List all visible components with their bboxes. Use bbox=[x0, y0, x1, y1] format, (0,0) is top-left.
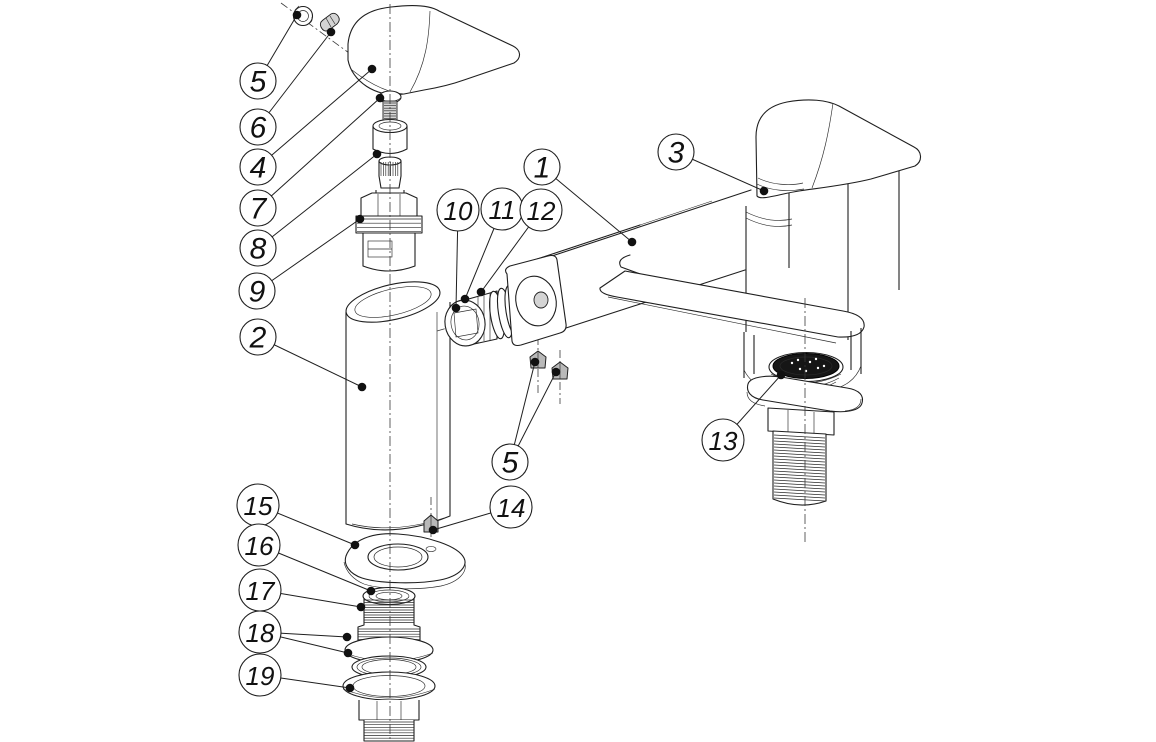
callout-circle-14 bbox=[489, 485, 533, 529]
leader-dot bbox=[367, 64, 377, 74]
callout-circle-5 bbox=[239, 62, 277, 100]
leader-line bbox=[257, 153, 378, 249]
callout-number-18: 18 bbox=[246, 618, 275, 648]
leader-dot bbox=[343, 648, 353, 658]
callout-number-4: 4 bbox=[250, 152, 267, 185]
callout-circle-12 bbox=[519, 188, 563, 232]
leader-dot bbox=[627, 237, 637, 247]
callout-number-15: 15 bbox=[244, 491, 273, 521]
pillar-part-drawing bbox=[345, 281, 451, 531]
callout-number-5: 5 bbox=[250, 66, 267, 99]
callout-circle-1 bbox=[523, 148, 561, 186]
spout-cup-drawing bbox=[743, 328, 862, 392]
callout-number-13: 13 bbox=[709, 426, 738, 456]
leader-dot bbox=[372, 149, 382, 159]
right-body-drawing bbox=[745, 150, 900, 340]
leader-line bbox=[257, 97, 381, 209]
leader-dot bbox=[375, 93, 385, 103]
callout-number-7: 7 bbox=[250, 193, 268, 226]
callout-circle-10 bbox=[436, 188, 480, 232]
leader-dot bbox=[366, 586, 376, 596]
leader-dot bbox=[428, 525, 438, 535]
leader-dot bbox=[759, 186, 769, 196]
leader-dot bbox=[350, 540, 360, 550]
callout-number-6: 6 bbox=[250, 112, 267, 145]
callout-number-17: 17 bbox=[246, 576, 276, 606]
callout-number-1: 1 bbox=[534, 152, 551, 185]
callout-circle-7 bbox=[239, 189, 277, 227]
right-tail-drawing bbox=[746, 375, 864, 506]
callout-number-14: 14 bbox=[497, 493, 526, 523]
callout-number-9: 9 bbox=[249, 276, 266, 309]
callout-circle-6 bbox=[239, 108, 277, 146]
leader-dot bbox=[776, 370, 786, 380]
right-handle-drawing bbox=[755, 99, 922, 199]
callout-number-5: 5 bbox=[502, 447, 519, 480]
leader-dot bbox=[530, 357, 540, 367]
callout-number-3: 3 bbox=[668, 137, 685, 170]
callout-circle-4 bbox=[239, 148, 277, 186]
leader-dot bbox=[357, 382, 367, 392]
callout-number-8: 8 bbox=[250, 233, 267, 266]
body-bar-drawing bbox=[505, 189, 752, 347]
leader-dot bbox=[326, 27, 336, 37]
spout-plate-drawing bbox=[599, 270, 865, 344]
callout-circle-19 bbox=[238, 653, 282, 697]
callout-number-11: 11 bbox=[489, 195, 516, 225]
leader-dot bbox=[342, 632, 352, 642]
callout-number-2: 2 bbox=[249, 322, 267, 355]
leader-line bbox=[257, 68, 373, 168]
callout-circle-8 bbox=[239, 229, 277, 267]
callout-circle-5 bbox=[491, 443, 529, 481]
leader-dot bbox=[355, 214, 365, 224]
callout-number-16: 16 bbox=[245, 531, 274, 561]
leader-dot bbox=[451, 303, 461, 313]
grub-screws-mid-drawing bbox=[529, 337, 569, 404]
flange-part-drawing bbox=[343, 533, 466, 590]
leader-dot bbox=[345, 683, 355, 693]
callout-circle-3 bbox=[657, 133, 695, 171]
cartridge-part-drawing bbox=[355, 190, 423, 272]
handle-part-drawing bbox=[347, 5, 521, 96]
callout-circle-9 bbox=[238, 272, 276, 310]
callout-circle-16 bbox=[237, 523, 281, 567]
leader-line bbox=[256, 218, 361, 292]
leader-dot bbox=[551, 367, 561, 377]
leader-dot bbox=[476, 287, 486, 297]
leader-dot bbox=[356, 602, 366, 612]
callout-circle-2 bbox=[239, 318, 277, 356]
tail-assembly-drawing bbox=[342, 586, 436, 742]
leader-dot bbox=[292, 10, 302, 20]
aerator-speckles bbox=[790, 357, 826, 373]
leader-line bbox=[541, 166, 633, 243]
centerlines bbox=[389, 4, 806, 740]
callout-number-10: 10 bbox=[444, 196, 473, 226]
leader-line bbox=[257, 31, 332, 128]
callout-number-19: 19 bbox=[246, 661, 275, 691]
callout-circle-18 bbox=[238, 610, 282, 654]
leader-dot bbox=[460, 294, 470, 304]
leader-line bbox=[257, 336, 363, 388]
callout-number-12: 12 bbox=[527, 196, 556, 226]
callout-circle-13 bbox=[701, 418, 745, 462]
